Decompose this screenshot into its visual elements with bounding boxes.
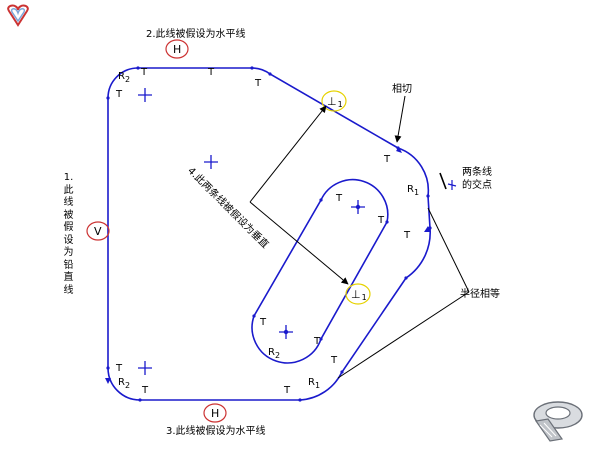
annotation-bottom-horizontal: 3.此线被假设为水平线 [166,424,266,437]
tangent-symbol: T [254,78,262,89]
tangent-symbol: T [141,385,149,396]
tangent-symbol: T [115,363,123,374]
tangent-symbol: T [335,193,343,204]
radius-symbol: R2 [268,347,280,360]
vertical-highlight [86,221,110,241]
tangent-symbol: T [140,67,148,78]
center-dots [283,204,361,335]
annotation-intersection: 两条线的交点 [462,167,492,191]
annotation-perpendicular: 4.此两条线被假设为垂直 [185,164,272,251]
annotation-equal-radius: 半径相等 [460,287,500,300]
radius-symbol: R1 [407,184,419,197]
perpendicular-symbol-1: ⊥1 [327,95,343,109]
tangency-points [106,66,432,402]
tangent-symbol: T [313,336,321,347]
intersection-marker [439,172,457,190]
profile-arrows [105,147,431,384]
tangent-symbol: T [330,355,338,366]
sketch-tool-icon [533,401,583,442]
tangent-symbol: T [403,230,411,241]
tangent-symbol: T [207,67,215,78]
perpendicular-highlight-1 [321,90,347,112]
tangent-symbol: T [377,215,385,226]
radius-symbol: R2 [118,71,130,84]
tangent-symbol: T [283,385,291,396]
radius-symbol: R1 [308,377,320,390]
perpendicular-highlight-2 [345,283,371,305]
annotation-top-horizontal: 2.此线被假设为水平线 [146,27,246,40]
tangent-symbol: T [259,317,267,328]
leader-lines [249,95,470,379]
tangent-symbol: T [115,89,123,100]
vertical-symbol: V [94,225,102,238]
tangent-symbol: T [383,154,391,165]
radius-symbol: R2 [118,377,130,390]
horizontal-symbol-bottom: H [211,407,219,420]
annotation-left-vertical: 1.此线被假设为铅直线 [64,172,74,296]
annotation-tangent: 相切 [392,82,412,95]
horizontal-highlight-top [165,39,189,59]
horizontal-highlight-bottom [203,403,227,423]
perpendicular-symbol-2: ⊥1 [351,288,367,302]
horizontal-symbol-top: H [173,43,181,56]
logo-icon [7,4,29,27]
